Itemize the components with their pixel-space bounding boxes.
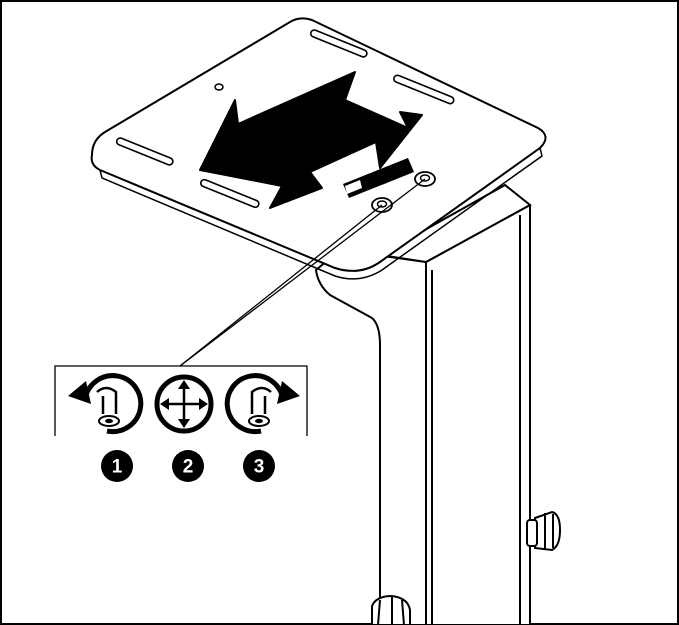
rotate-clockwise-icon bbox=[224, 373, 300, 435]
step-number-1: 1 bbox=[112, 457, 123, 478]
adjust-position-arrows-icon bbox=[154, 374, 214, 434]
step-badge-3: 3 bbox=[243, 450, 275, 482]
step-badge-2: 2 bbox=[172, 450, 204, 482]
column-top bbox=[376, 183, 532, 264]
step-number-3: 3 bbox=[254, 457, 265, 478]
tray-label-plate bbox=[343, 158, 414, 198]
step-number-2: 2 bbox=[183, 457, 194, 478]
rotate-counterclockwise-icon bbox=[68, 373, 144, 435]
knob-right bbox=[526, 510, 562, 552]
callout-leaders bbox=[179, 178, 426, 367]
knob-bottom bbox=[371, 594, 411, 625]
direction-arrow-icon bbox=[199, 71, 423, 209]
tray-slots bbox=[115, 29, 455, 209]
step-badge-1: 1 bbox=[101, 450, 133, 482]
tray-hole bbox=[214, 83, 224, 91]
